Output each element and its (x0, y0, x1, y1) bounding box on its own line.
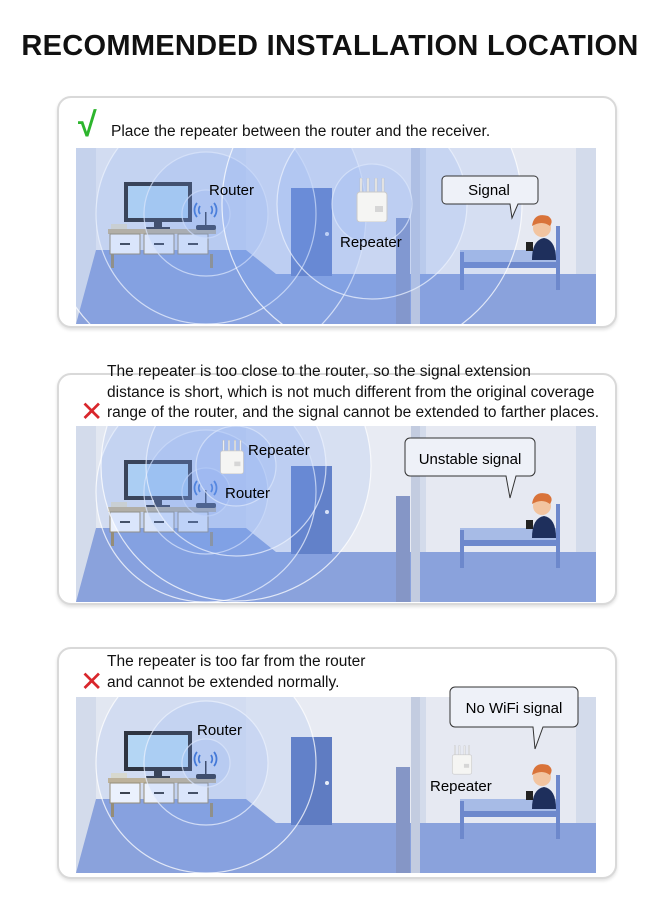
speech-bubble: Unstable signal (404, 437, 536, 499)
caption-line: Place the repeater between the router an… (111, 123, 491, 140)
speech-bubble: No WiFi signal (449, 686, 579, 750)
room-scene-too-far: Router Repeater No WiFi signal (76, 686, 596, 873)
room-scene-too-close: Repeater Router Unstable signal (76, 426, 596, 602)
caption-line: The repeater is too close to the router,… (107, 363, 531, 380)
page-title: RECOMMENDED INSTALLATION LOCATION (21, 30, 639, 62)
router-label: Router (197, 722, 242, 739)
router-label: Router (209, 182, 254, 199)
signal-waves (95, 697, 317, 873)
check-icon: √ (78, 106, 97, 144)
bubble-text: Unstable signal (419, 451, 522, 468)
cross-icon: ✕ (80, 396, 104, 427)
caption-line: range of the router, and the signal cann… (107, 404, 600, 421)
repeater-label: Repeater (340, 234, 402, 251)
bubble-text: No WiFi signal (466, 700, 563, 717)
caption-line: The repeater is too far from the router (107, 653, 366, 670)
router-label: Router (225, 485, 270, 502)
speech-bubble: Signal (441, 175, 539, 220)
caption-line: and cannot be extended normally. (107, 674, 340, 691)
bubble-text: Signal (468, 182, 510, 199)
cross-icon: ✕ (80, 666, 104, 697)
repeater-label: Repeater (248, 442, 310, 459)
caption-line: distance is short, which is not much dif… (107, 384, 595, 401)
repeater-label: Repeater (430, 778, 492, 795)
signal-waves (76, 148, 523, 324)
signal-waves (95, 426, 372, 602)
room-scene-correct: Router Repeater Signal (76, 148, 596, 324)
